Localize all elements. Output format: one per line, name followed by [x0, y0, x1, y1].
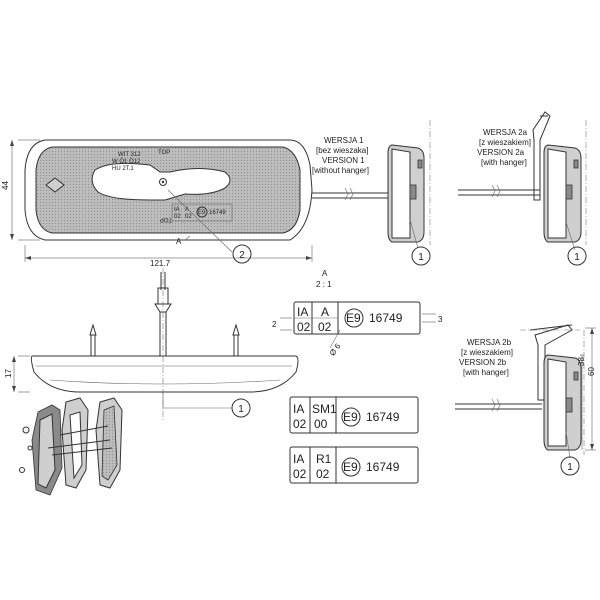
detail-plate-a: A	[321, 305, 329, 319]
sm1-plate-02: 02	[293, 417, 307, 431]
side-callout: 1	[238, 404, 244, 415]
front-view: WIT 312 W Ö1 Ö12 HU 2T.1 TOP TOP IA 02 A…	[1, 139, 313, 268]
v1-line4: [without hanger]	[312, 166, 369, 175]
sm1-plate-00: 00	[314, 417, 328, 431]
v1-line1: WERSJA 1	[324, 136, 364, 145]
v2a-line1: WERSJA 2a	[483, 128, 528, 137]
lens-plate-ia: IA	[174, 207, 180, 213]
detail-plate-02b: 02	[318, 320, 332, 334]
r1-plate-ia: IA	[293, 452, 304, 466]
plate-sm1: IA 02 SM1 00 E9 16749	[289, 396, 419, 434]
section-label: A	[176, 237, 182, 246]
dim-v2a-height: 38	[577, 357, 586, 366]
detail-scale: 2 : 1	[316, 280, 332, 289]
v2b-line4: [with hanger]	[463, 368, 509, 377]
v2a-line4: [with hanger]	[481, 158, 527, 167]
exploded-view	[19, 397, 123, 496]
lens-top-label: TOP	[158, 150, 170, 156]
svg-text:2: 2	[239, 250, 245, 261]
svg-text:W Ö1 Ö12: W Ö1 Ö12	[112, 158, 141, 165]
detail-view: A 2 : 1 IA 02 A 02 E9 16749 2 3 Ø 6	[272, 269, 443, 358]
v1-line2: [bez wieszaka]	[316, 146, 368, 155]
v1-callout: 1	[418, 252, 424, 263]
v2a-callout: 1	[574, 252, 580, 263]
v2a-line3: VERSION 2a	[477, 148, 525, 157]
dim-height: 44	[1, 181, 10, 190]
detail-dim-3: 3	[438, 315, 443, 324]
r1-plate-02a: 02	[293, 467, 307, 481]
detail-plate-02a: 02	[297, 320, 311, 334]
lens-plate-a: A	[185, 207, 189, 213]
detail-plate-ia: IA	[297, 305, 308, 319]
dim-v2b-height: 60	[587, 367, 596, 376]
v2b-line2: [z wieszakiem]	[461, 348, 513, 357]
detail-dim-2: 2	[272, 320, 277, 329]
detail-label: A	[322, 269, 328, 278]
lens-top-rot-label: TOP	[160, 216, 172, 222]
r1-plate-mark: E9	[343, 460, 358, 474]
v2a-line2: [z wieszakiem]	[479, 138, 531, 147]
sm1-plate-ia: IA	[293, 402, 304, 416]
v2b-callout: 1	[567, 462, 573, 473]
r1-plate-r1: R1	[316, 452, 332, 466]
v2b-line1: WERSJA 2b	[467, 338, 512, 347]
v1-line3: VERSION 1	[322, 156, 365, 165]
sm1-plate-mark: E9	[343, 410, 358, 424]
version-1-view: WERSJA 1 [bez wieszaka] VERSION 1 [witho…	[312, 120, 431, 266]
callout-2: 2	[232, 244, 252, 264]
detail-plate-num: 16749	[369, 311, 403, 325]
version-2a-view: WERSJA 2a [z wieszakiem] VERSION 2a [wit…	[458, 111, 587, 266]
detail-dim-dia: Ø 6	[328, 341, 343, 357]
r1-plate-num: 16749	[366, 460, 400, 474]
version-2b-view: WERSJA 2b [z wieszakiem] VERSION 2b [wit…	[455, 324, 596, 476]
svg-text:HU 2T.1: HU 2T.1	[112, 166, 134, 172]
dim-length: 121.7	[150, 259, 171, 268]
sm1-plate-sm1: SM1	[312, 402, 337, 416]
dim-side-height: 17	[4, 369, 13, 378]
lens-plate-02a: 02	[174, 214, 181, 220]
side-view: 17 1	[4, 268, 299, 420]
sm1-plate-num: 16749	[366, 410, 400, 424]
lens-plate-02b: 02	[185, 214, 192, 220]
svg-text:WIT 312: WIT 312	[118, 152, 141, 158]
detail-plate-mark: E9	[346, 311, 361, 325]
r1-plate-02b: 02	[316, 467, 330, 481]
lens-plate-mark: E9	[198, 210, 206, 216]
v2b-line3: VERSION 2b	[459, 358, 507, 367]
lens-plate-num: 16749	[209, 210, 226, 216]
plate-r1: IA 02 R1 02 E9 16749	[289, 446, 419, 484]
